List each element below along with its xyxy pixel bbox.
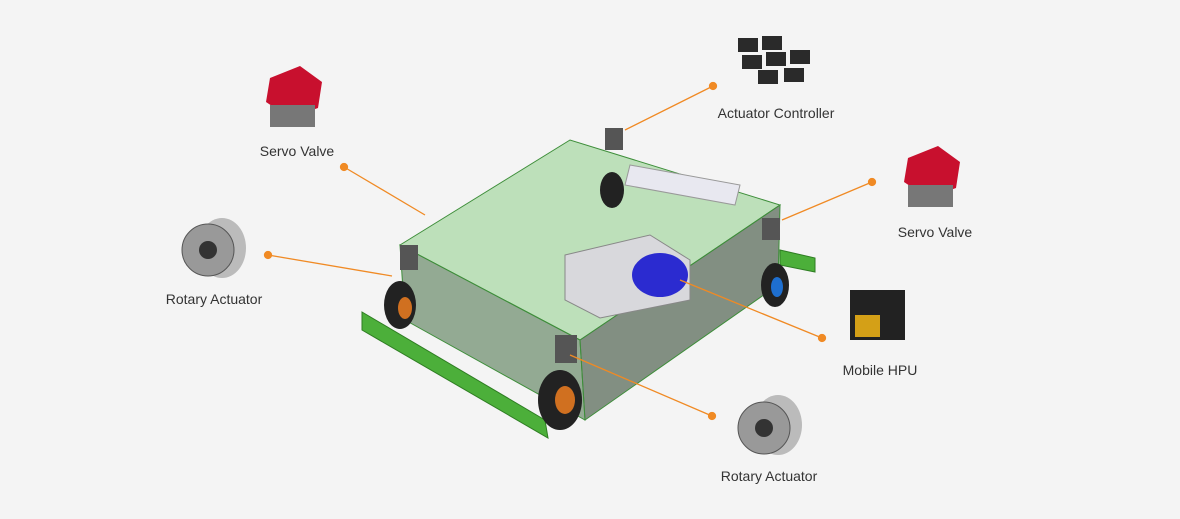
leader-line-rotary-actuator-bottom [569,354,713,417]
label-actuator-controller: Actuator Controller [717,105,835,121]
servo-valve-right-image [904,146,960,207]
actuator-controller-image [738,36,810,84]
rotary-actuator-left-image [181,218,246,278]
servo-valve-left-image [266,66,322,127]
rotary-actuator-bottom-image [737,395,802,455]
leader-line-servo-valve-right [781,181,873,221]
label-mobile-hpu: Mobile HPU [842,362,918,378]
mobile-hpu-image [850,290,905,340]
label-servo-valve-left: Servo Valve [259,143,335,159]
leader-line-actuator-controller [624,85,714,131]
leader-line-mobile-hpu [679,279,823,339]
mobile-platform-vehicle [361,128,816,439]
label-rotary-actuator-left: Rotary Actuator [165,291,263,307]
label-rotary-actuator-bottom: Rotary Actuator [720,468,818,484]
label-servo-valve-right: Servo Valve [897,224,973,240]
leader-line-rotary-actuator-left [267,254,393,277]
leader-line-servo-valve-left [343,166,426,216]
